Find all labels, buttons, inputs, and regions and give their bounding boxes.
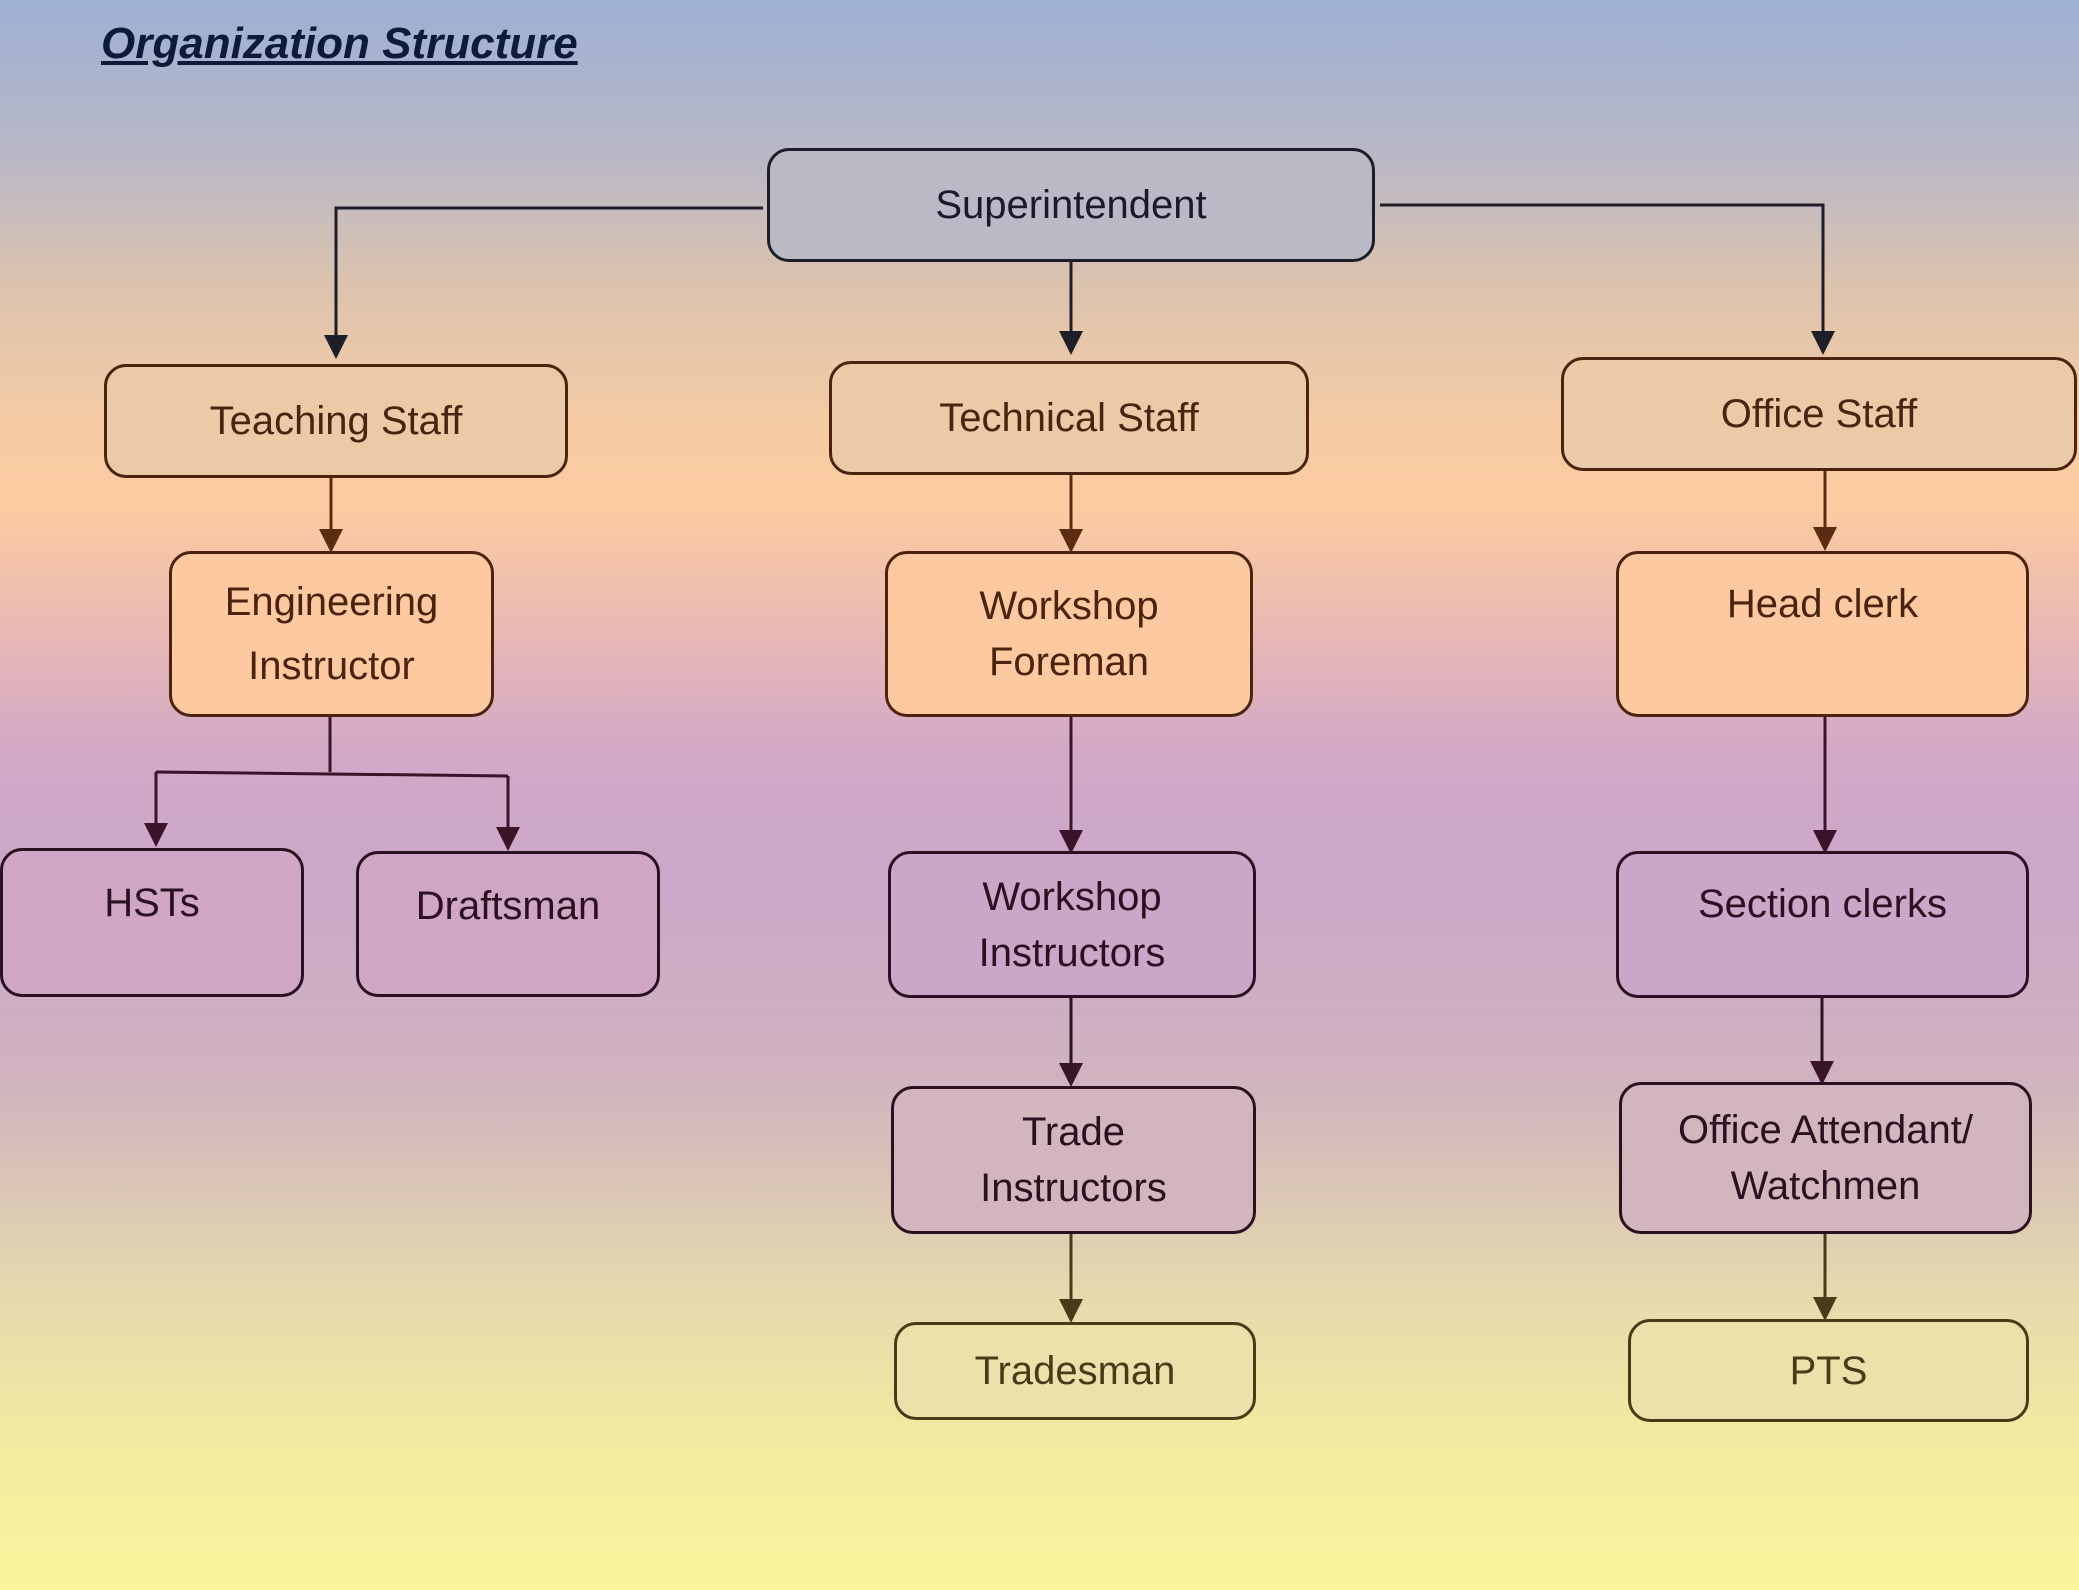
node-trade-instructors: Trade Instructors [891, 1086, 1256, 1234]
node-office-staff: Office Staff [1561, 357, 2077, 471]
node-superintendent: Superintendent [767, 148, 1375, 262]
node-office-attendant-line1: Office Attendant/ [1677, 1108, 1974, 1152]
node-trade-instructors-line2: Instructors [980, 1166, 1167, 1210]
node-engineering-instructor-line2: Instructor [248, 644, 415, 688]
node-technical-staff: Technical Staff [829, 361, 1309, 475]
node-head-clerk-label: Head clerk [1726, 582, 1919, 626]
node-office-attendant: Office Attendant/ Watchmen [1619, 1082, 2032, 1234]
node-workshop-foreman: Workshop Foreman [885, 551, 1253, 717]
node-workshop-instructors-line2: Instructors [978, 930, 1166, 975]
link-superintendent-teaching [324, 206, 763, 359]
node-section-clerks-label: Section clerks [1698, 882, 1947, 926]
node-tradesman-label: Tradesman [974, 1349, 1176, 1393]
link-superintendent-office [1380, 203, 1835, 355]
node-trade-instructors-line1: Trade [1021, 1110, 1125, 1154]
node-head-clerk: Head clerk [1616, 551, 2029, 717]
node-workshop-foreman-line1: Workshop [979, 584, 1159, 628]
node-teaching-staff-label: Teaching Staff [209, 399, 463, 443]
node-workshop-foreman-line2: Foreman [988, 640, 1150, 684]
node-draftsman: Draftsman [356, 851, 660, 997]
node-pts-label: PTS [1789, 1348, 1868, 1393]
node-technical-staff-label: Technical Staff [939, 396, 1199, 440]
node-tradesman: Tradesman [894, 1322, 1256, 1420]
node-hsts-label: HSTs [104, 881, 200, 925]
node-section-clerks: Section clerks [1616, 851, 2029, 998]
node-office-attendant-line2: Watchmen [1730, 1164, 1921, 1208]
node-pts: PTS [1628, 1319, 2029, 1422]
diagram-title: Organization Structure [101, 19, 578, 68]
node-teaching-staff: Teaching Staff [104, 364, 568, 478]
node-workshop-instructors-line1: Workshop [982, 874, 1162, 919]
node-superintendent-label: Superintendent [935, 183, 1207, 227]
node-hsts: HSTs [0, 848, 304, 997]
node-office-staff-label: Office Staff [1720, 392, 1918, 436]
node-workshop-instructors: Workshop Instructors [888, 851, 1256, 998]
node-engineering-instructor: Engineering Instructor [169, 551, 494, 717]
node-draftsman-label: Draftsman [415, 884, 601, 928]
node-engineering-instructor-line1: Engineering [224, 580, 439, 624]
link-engineering-split [155, 717, 509, 778]
